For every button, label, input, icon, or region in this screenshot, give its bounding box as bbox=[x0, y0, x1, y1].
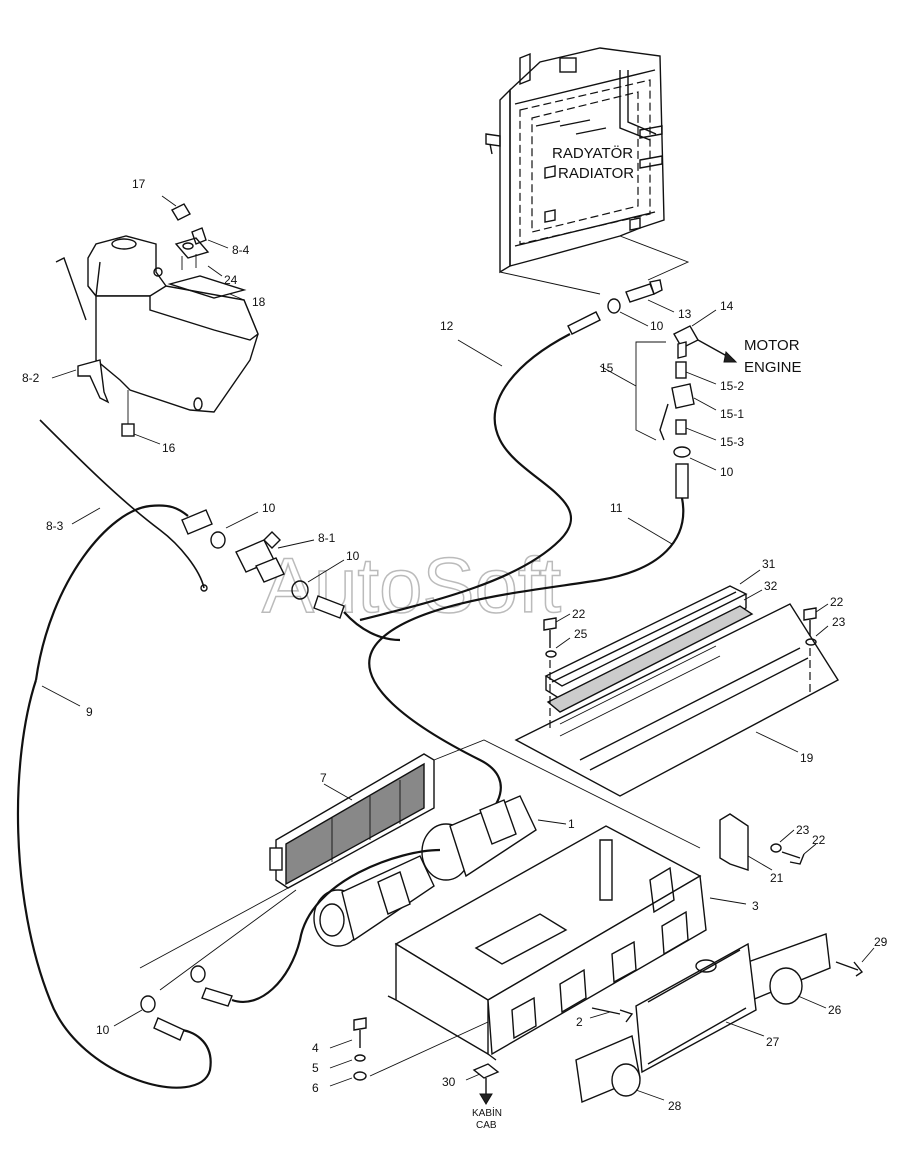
callout-10-core: 10 bbox=[96, 1023, 110, 1037]
heater-housing-3 bbox=[387, 825, 707, 1061]
callout-15: 15 bbox=[600, 361, 614, 375]
callout-6: 6 bbox=[312, 1081, 319, 1095]
cab-label-tr: KABİN bbox=[472, 1106, 502, 1119]
floor-panel-19 bbox=[514, 603, 839, 797]
callout-21: 21 bbox=[770, 871, 784, 885]
callout-15-3: 15-3 bbox=[720, 435, 744, 449]
radiator-label-tr: RADYATÖR bbox=[552, 144, 633, 162]
callout-15-2: 15-2 bbox=[720, 379, 744, 393]
callout-19: 19 bbox=[800, 751, 814, 765]
callout-29: 29 bbox=[874, 935, 888, 949]
callout-23-bracket: 23 bbox=[796, 823, 810, 837]
callout-10-radiator: 10 bbox=[650, 319, 664, 333]
callout-8-2: 8-2 bbox=[22, 371, 40, 385]
callout-25: 25 bbox=[574, 627, 588, 641]
callout-26: 26 bbox=[828, 1003, 842, 1017]
motor-label-en: ENGINE bbox=[744, 359, 802, 376]
heater-control-box bbox=[87, 235, 259, 413]
callout-30: 30 bbox=[442, 1075, 456, 1089]
callout-18: 18 bbox=[252, 295, 266, 309]
callout-3: 3 bbox=[752, 899, 759, 913]
radiator: RADYATÖR RADIATOR bbox=[485, 47, 665, 274]
callout-10-valve-left: 10 bbox=[262, 501, 276, 515]
duct-27 bbox=[635, 942, 757, 1074]
callout-8-1: 8-1 bbox=[318, 531, 336, 545]
heater-core-7 bbox=[269, 753, 435, 889]
cab-label-en: CAB bbox=[476, 1120, 497, 1131]
callout-22-panel-left: 22 bbox=[572, 607, 586, 621]
callout-13: 13 bbox=[678, 307, 692, 321]
callout-32: 32 bbox=[764, 579, 778, 593]
callout-23-panel: 23 bbox=[832, 615, 846, 629]
outlet-26 bbox=[747, 933, 831, 1005]
elbow-14 bbox=[673, 325, 699, 359]
radiator-label-en: RADIATOR bbox=[558, 165, 634, 182]
callout-8-3: 8-3 bbox=[46, 519, 64, 533]
callout-5: 5 bbox=[312, 1061, 319, 1075]
callout-14: 14 bbox=[720, 299, 734, 313]
callout-15-1: 15-1 bbox=[720, 407, 744, 421]
callout-1: 1 bbox=[568, 817, 575, 831]
blower-assembly-1 bbox=[313, 795, 537, 947]
callout-28: 28 bbox=[668, 1099, 682, 1113]
callout-7: 7 bbox=[320, 771, 327, 785]
callout-4: 4 bbox=[312, 1041, 319, 1055]
callout-12: 12 bbox=[440, 319, 454, 333]
callout-24: 24 bbox=[224, 273, 238, 287]
fitting-13 bbox=[625, 279, 663, 303]
watermark-text: AutoSoft bbox=[262, 541, 562, 629]
callout-9: 9 bbox=[86, 705, 93, 719]
callout-2: 2 bbox=[576, 1015, 583, 1029]
valve-8-1 bbox=[235, 531, 285, 583]
callout-16: 16 bbox=[162, 441, 176, 455]
callout-22-bracket: 22 bbox=[812, 833, 826, 847]
callout-10-valve: 10 bbox=[720, 465, 734, 479]
outlet-28 bbox=[575, 1035, 641, 1103]
callout-27: 27 bbox=[766, 1035, 780, 1049]
filter-mat-32 bbox=[546, 605, 754, 713]
callout-10-valve-right: 10 bbox=[346, 549, 360, 563]
callout-22-panel-right: 22 bbox=[830, 595, 844, 609]
callout-11: 11 bbox=[610, 501, 623, 515]
callout-17: 17 bbox=[132, 177, 146, 191]
motor-label-tr: MOTOR bbox=[744, 337, 800, 354]
callout-31: 31 bbox=[762, 557, 776, 571]
callout-8-4: 8-4 bbox=[232, 243, 250, 257]
